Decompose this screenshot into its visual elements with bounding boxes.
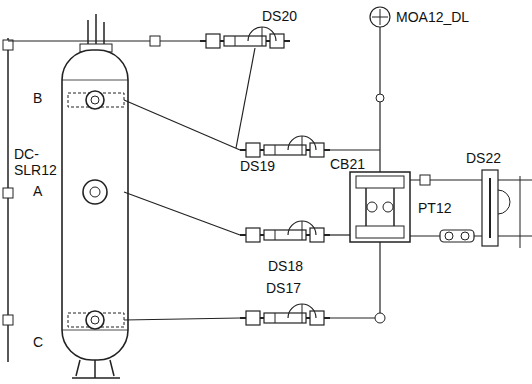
- conductor: [124, 192, 240, 235]
- disconnector-symbol: [240, 304, 330, 325]
- equipment-label: DC- SLR12: [14, 146, 58, 178]
- support-bar: [7, 38, 9, 362]
- marker-square: [150, 36, 160, 46]
- tank-legs: [72, 360, 120, 378]
- port-b: [86, 91, 104, 109]
- disconnector-symbol: [482, 170, 498, 246]
- junction: [375, 313, 385, 323]
- equipment-label: DS19: [240, 158, 275, 174]
- equipment-label: CB21: [330, 156, 365, 172]
- conductor: [124, 318, 240, 320]
- equipment-label: B: [33, 90, 42, 106]
- tank-seam: [62, 80, 128, 81]
- breaker-symbol: [367, 202, 377, 212]
- transformer-symbol: [440, 230, 474, 242]
- port-b: [91, 96, 99, 104]
- port-c: [91, 316, 99, 324]
- breaker-symbol: [383, 202, 393, 212]
- port-c: [86, 311, 104, 329]
- marker-square: [3, 315, 13, 325]
- disconnector-symbol: [489, 178, 491, 238]
- conductor: [330, 317, 380, 318]
- equipment-label: C: [33, 334, 43, 350]
- marker-square: [420, 175, 430, 185]
- port-a: [90, 187, 100, 197]
- equipment-label: DS18: [268, 258, 303, 274]
- breaker-symbol: [356, 226, 404, 238]
- disconnector-symbol: [240, 136, 330, 157]
- conductor: [520, 176, 521, 248]
- disconnector-symbol: [240, 221, 330, 242]
- port-a: [83, 180, 107, 204]
- breaker-symbol: [350, 172, 410, 242]
- transformer-symbol: [461, 232, 469, 240]
- gas-tank: [62, 50, 128, 360]
- breaker-symbol: [356, 176, 404, 188]
- equipment-label: MOA12_DL: [396, 9, 469, 25]
- junction: [376, 94, 384, 102]
- disconnector-symbol: [498, 190, 510, 214]
- arrester-symbol: [370, 7, 390, 27]
- conductor: [330, 234, 350, 235]
- equipment-label: DS22: [466, 150, 501, 166]
- disconnector-symbol: [200, 27, 290, 48]
- conductor: [236, 48, 255, 148]
- transformer-symbol: [445, 232, 453, 240]
- equipment-label: DS17: [266, 280, 301, 296]
- conductor: [124, 100, 240, 150]
- equipment-label: PT12: [418, 200, 451, 216]
- arrester-symbol: [372, 9, 388, 25]
- conductor: [330, 149, 380, 150]
- equipment-label: DS20: [262, 8, 297, 24]
- equipment-label: A: [33, 183, 42, 199]
- marker-square: [3, 188, 13, 198]
